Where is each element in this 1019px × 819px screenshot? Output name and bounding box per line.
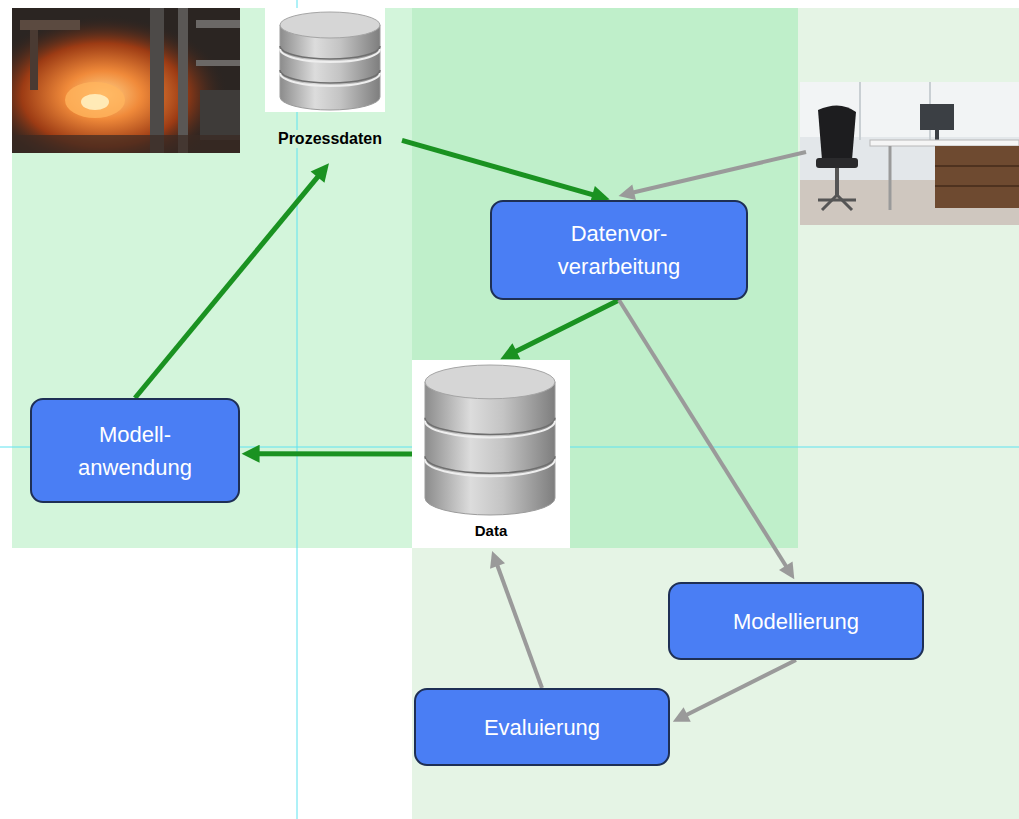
node-label: Datenvor- verarbeitung (534, 217, 704, 283)
process-box: Datenvor- verarbeitung (490, 200, 748, 300)
flow-arrow (402, 140, 596, 195)
process-box: Modell- anwendung (30, 398, 240, 503)
node-label: Evaluierung (484, 711, 600, 744)
node-label: Modellierung (733, 605, 859, 638)
guide-line (297, 0, 298, 819)
region (798, 8, 1019, 819)
node-label: Data (472, 522, 511, 539)
office-photo (800, 82, 1019, 225)
flow-arrow (496, 563, 542, 688)
process-box: Evaluierung (414, 688, 670, 766)
database-icon (412, 360, 570, 548)
database: Data (412, 360, 570, 548)
region (412, 8, 798, 548)
region (12, 8, 412, 548)
flow-arrow (513, 300, 619, 353)
process-box: Modellierung (668, 582, 924, 660)
flow-arrow (256, 451, 412, 456)
flow-arrow (619, 300, 787, 568)
database: Prozessdaten (258, 8, 402, 162)
flow-arrow (135, 174, 320, 398)
input-arrow (631, 152, 806, 193)
node-label: Modell- anwendung (60, 418, 210, 484)
flow-arrow (684, 660, 796, 716)
node-label: Prozessdaten (275, 130, 385, 148)
steel-plant-photo (12, 8, 240, 153)
